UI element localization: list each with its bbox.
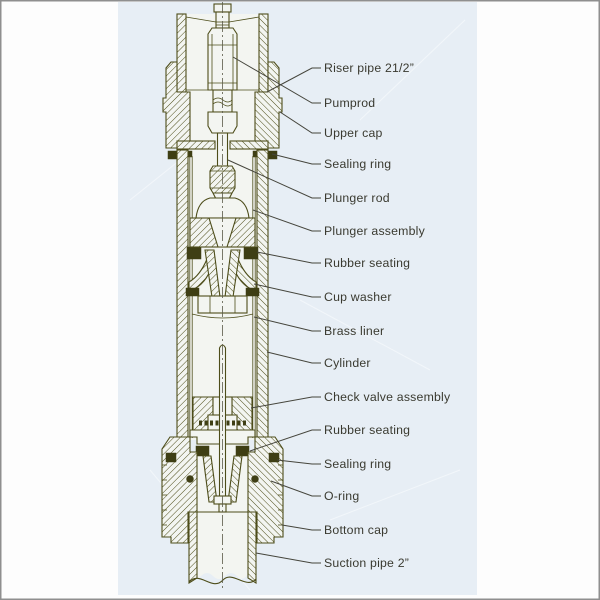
bottom-cap-body bbox=[161, 436, 198, 544]
leader-bottom-cap bbox=[281, 524, 321, 531]
leader-suction-pipe bbox=[255, 552, 321, 564]
rod-break-mark bbox=[212, 97, 233, 103]
label-sealing-ring-bottom: Sealing ring bbox=[324, 457, 391, 471]
pipe-break-wave bbox=[188, 576, 257, 585]
label-cylinder: Cylinder bbox=[324, 356, 371, 370]
leader-plunger-assembly bbox=[252, 209, 321, 232]
brass-liner-top-curve bbox=[191, 313, 254, 319]
label-rubber-seating-upper: Rubber seating bbox=[324, 256, 410, 270]
leader-rubber-seating-lower bbox=[249, 429, 321, 452]
leader-pumprod bbox=[232, 56, 321, 104]
rod-break-mark bbox=[212, 101, 233, 107]
left-half-parts bbox=[161, 13, 221, 584]
rubber-seating-upper-part bbox=[186, 246, 202, 260]
riser-pipe-wall bbox=[176, 13, 187, 93]
leader-o-ring bbox=[270, 480, 321, 497]
leader-upper-cap bbox=[279, 111, 321, 134]
label-suction-pipe: Suction pipe 2” bbox=[324, 556, 409, 570]
label-pumprod: Pumprod bbox=[324, 96, 375, 110]
leader-cup-washer bbox=[253, 283, 321, 298]
label-rubber-seating-lower: Rubber seating bbox=[324, 423, 410, 437]
label-bottom-cap: Bottom cap bbox=[324, 523, 388, 537]
leader-sealing-ring-bottom bbox=[276, 459, 321, 465]
label-sealing-ring-top: Sealing ring bbox=[324, 157, 391, 171]
riser-top-edge bbox=[185, 16, 217, 23]
suction-pipe-wall bbox=[188, 511, 198, 584]
sealing-ring-bottom-part bbox=[165, 452, 177, 463]
label-brass-liner: Brass liner bbox=[324, 324, 384, 338]
leader-riser-pipe bbox=[266, 67, 321, 93]
part-labels: Riser pipe 21/2” Pumprod Upper cap Seali… bbox=[324, 61, 451, 570]
label-riser-pipe: Riser pipe 21/2” bbox=[324, 61, 414, 75]
leader-check-valve bbox=[250, 396, 321, 409]
rubber-seating-lower-part bbox=[195, 445, 210, 457]
leader-plunger-rod bbox=[227, 159, 321, 199]
label-plunger-assembly: Plunger assembly bbox=[324, 224, 426, 238]
leader-rubber-seating-upper bbox=[256, 251, 321, 264]
cap-top-plate bbox=[176, 140, 216, 150]
leader-cylinder bbox=[266, 351, 321, 364]
leader-lines bbox=[227, 56, 321, 564]
label-plunger-rod: Plunger rod bbox=[324, 191, 390, 205]
label-o-ring: O-ring bbox=[324, 489, 359, 503]
label-check-valve-assembly: Check valve assembly bbox=[324, 390, 451, 404]
o-ring-part bbox=[186, 475, 194, 483]
label-upper-cap: Upper cap bbox=[324, 126, 383, 140]
upper-cap-block bbox=[162, 61, 191, 149]
leader-brass-liner bbox=[253, 316, 321, 332]
leader-sealing-ring-top bbox=[271, 153, 321, 165]
label-cup-washer: Cup washer bbox=[324, 290, 392, 304]
cup-washer-seal bbox=[185, 287, 200, 297]
